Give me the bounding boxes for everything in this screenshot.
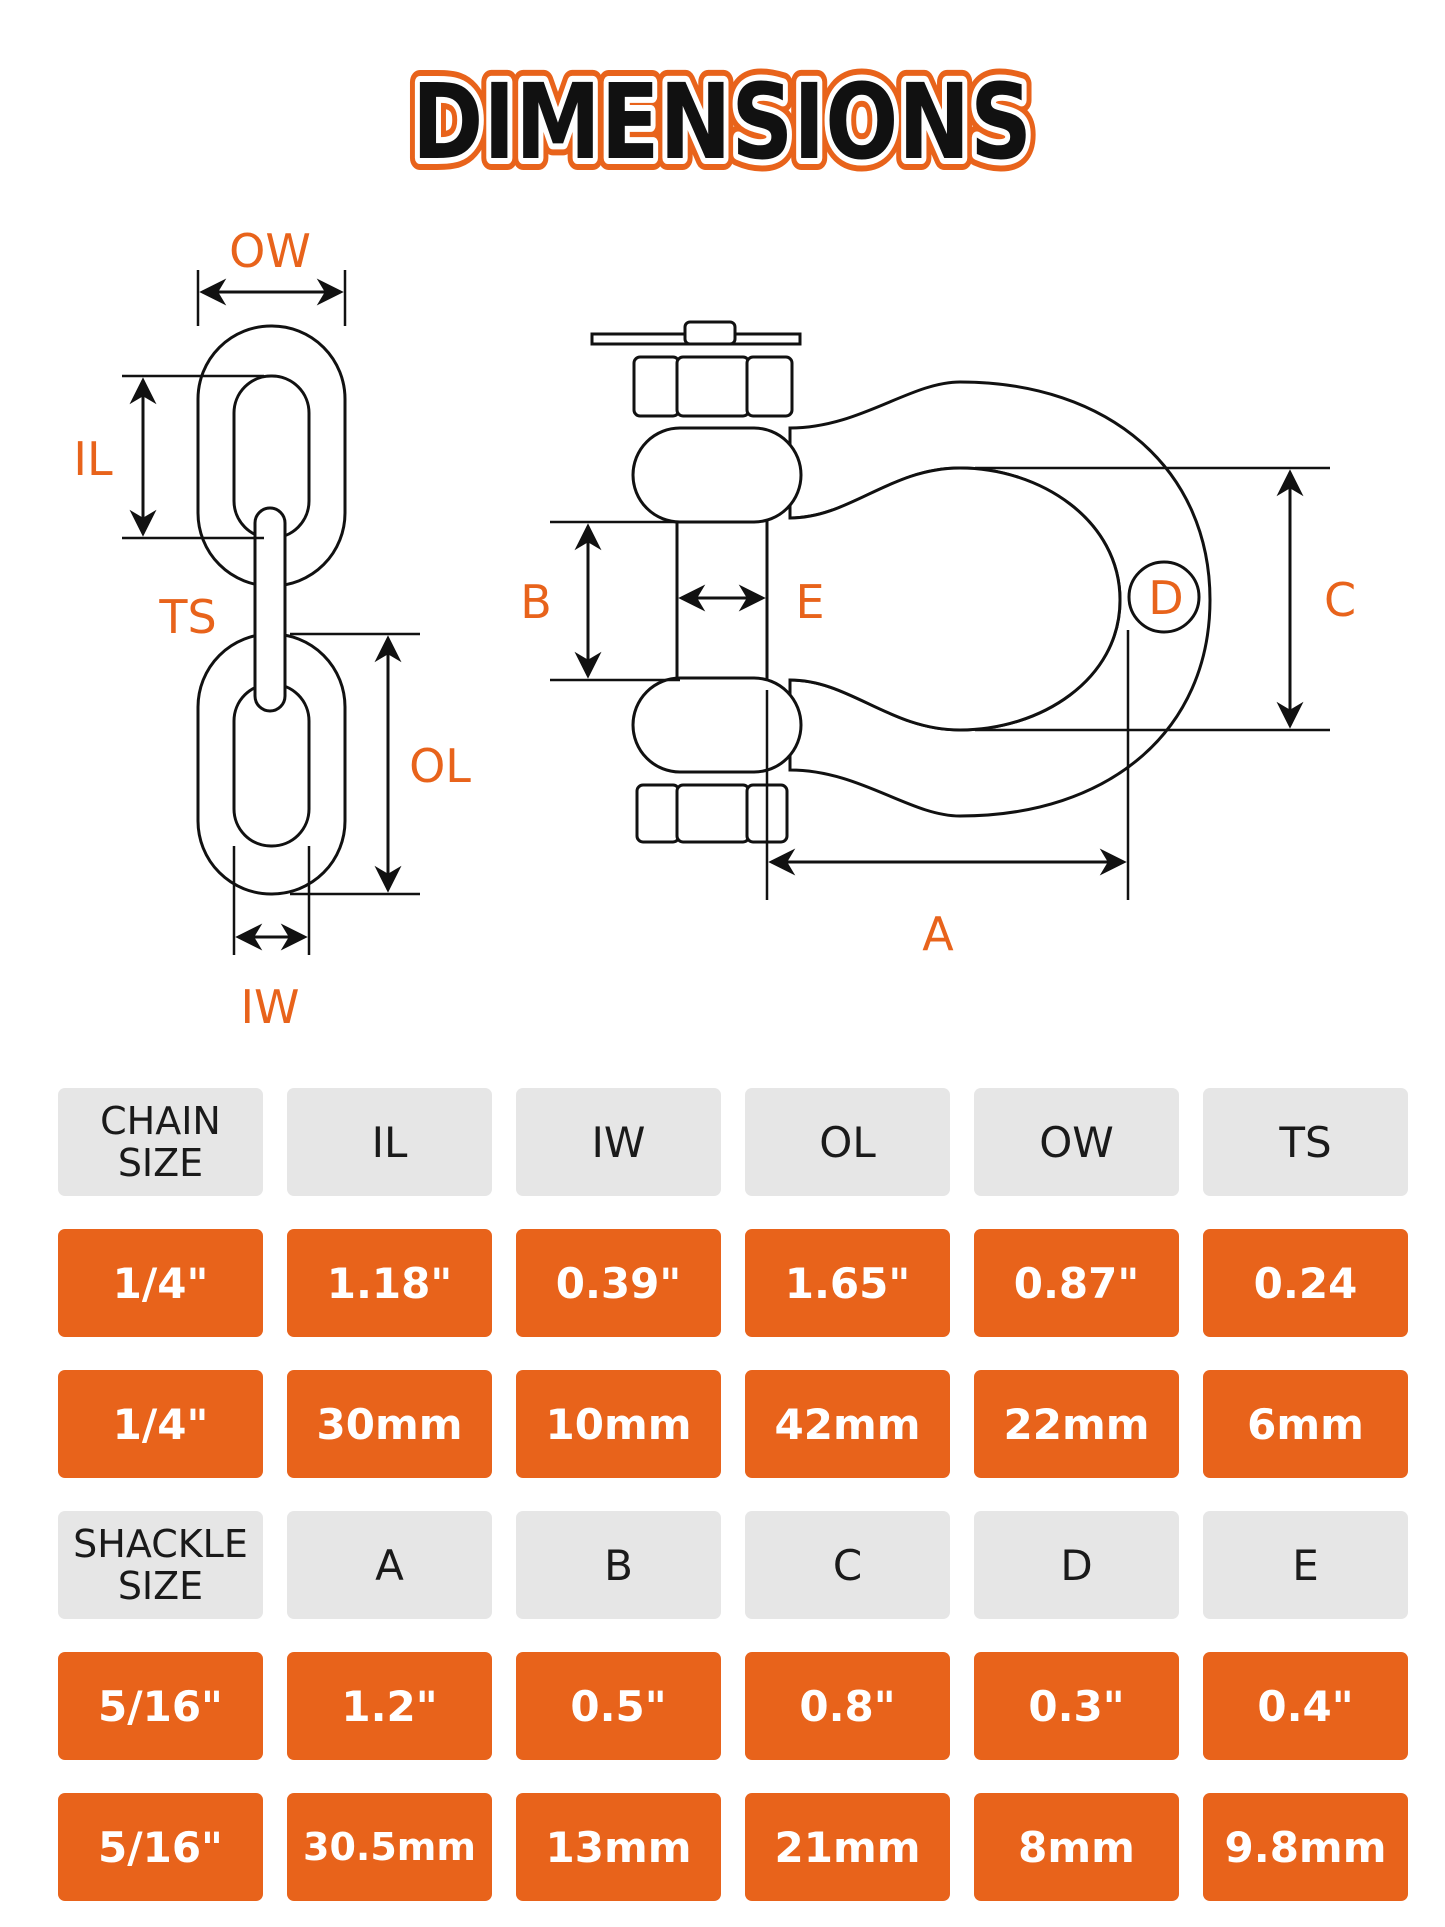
chain-size-cell: 1/4" — [58, 1370, 263, 1478]
shackle-nut-bottom-mid — [675, 783, 751, 844]
shackle-col-header: C — [745, 1511, 950, 1619]
shackle-size-cell: 5/16" — [58, 1652, 263, 1760]
shackle-row-inch: 5/16" 1.2" 0.5" 0.8" 0.3" 0.4" — [58, 1652, 1408, 1760]
shackle-row-mm: 5/16" 30.5mm 13mm 21mm 8mm 9.8mm — [58, 1793, 1408, 1901]
chain-row-inch: 1/4" 1.18" 0.39" 1.65" 0.87" 0.24 — [58, 1229, 1408, 1337]
shackle-value-cell: 0.8" — [745, 1652, 950, 1760]
shackle-size-header-line2: SIZE — [117, 1564, 204, 1608]
page-title: DIMENSIONS — [412, 61, 1032, 180]
shackle-ear-bottom — [631, 676, 803, 774]
shackle-col-header: D — [974, 1511, 1179, 1619]
shackle-col-header: B — [516, 1511, 721, 1619]
shackle-pin-cap — [683, 320, 737, 346]
shackle-value-cell: 1.2" — [287, 1652, 492, 1760]
shackle-size-header-line1: SHACKLE — [73, 1522, 248, 1566]
chain-col-header: TS — [1203, 1088, 1408, 1196]
shackle-value-cell: 0.4" — [1203, 1652, 1408, 1760]
chain-col-header: OL — [745, 1088, 950, 1196]
shackle-value-cell: 13mm — [516, 1793, 721, 1901]
label-b: B — [520, 575, 552, 629]
shackle-value-cell: 30.5mm — [287, 1793, 492, 1901]
title-graphic: DIMENSIONS DIMENSIONS DIMENSIONS — [400, 49, 1044, 195]
chain-size-header-line1: CHAIN — [100, 1099, 221, 1143]
shackle-drawing: D B E C A — [520, 320, 1356, 961]
title-banner: DIMENSIONS DIMENSIONS DIMENSIONS — [0, 49, 1445, 195]
label-il: IL — [73, 432, 113, 486]
label-c: C — [1324, 573, 1356, 627]
shackle-value-cell: 8mm — [974, 1793, 1179, 1901]
label-ow: OW — [229, 224, 311, 278]
shackle-nut-bottom-left — [635, 783, 681, 844]
chain-value-cell: 42mm — [745, 1370, 950, 1478]
chain-value-cell: 22mm — [974, 1370, 1179, 1478]
label-a: A — [922, 907, 954, 961]
chain-size-header-line2: SIZE — [117, 1141, 204, 1185]
chain-drawing: OW IL TS OL IW — [73, 224, 471, 1034]
label-e: E — [795, 575, 824, 629]
shackle-d-circle — [1127, 560, 1201, 634]
shackle-ear-top — [631, 426, 803, 524]
shackle-nut-top-mid — [675, 355, 751, 418]
page-title-outline: DIMENSIONS — [412, 61, 1032, 180]
shackle-value-cell: 9.8mm — [1203, 1793, 1408, 1901]
chain-col-header: IL — [287, 1088, 492, 1196]
chain-col-header: OW — [974, 1088, 1179, 1196]
chain-value-cell: 30mm — [287, 1370, 492, 1478]
chain-value-cell: 0.39" — [516, 1229, 721, 1337]
label-ol: OL — [409, 739, 471, 793]
shackle-col-header: A — [287, 1511, 492, 1619]
shackle-size-cell: 5/16" — [58, 1793, 263, 1901]
chain-value-cell: 1.18" — [287, 1229, 492, 1337]
label-ts: TS — [158, 590, 216, 644]
page-title-text: DIMENSIONS — [412, 61, 1032, 180]
chain-row-mm: 1/4" 30mm 10mm 42mm 22mm 6mm — [58, 1370, 1408, 1478]
shackle-nut-top-left — [632, 355, 681, 418]
chain-middle-link — [253, 506, 287, 713]
chain-value-cell: 6mm — [1203, 1370, 1408, 1478]
chain-value-cell: 0.87" — [974, 1229, 1179, 1337]
label-d: D — [1148, 571, 1183, 625]
label-iw: IW — [240, 980, 299, 1034]
chain-size-cell: 1/4" — [58, 1229, 263, 1337]
shackle-bow-inner — [789, 466, 1122, 732]
chain-value-cell: 10mm — [516, 1370, 721, 1478]
shackle-value-cell: 0.5" — [516, 1652, 721, 1760]
shackle-value-cell: 0.3" — [974, 1652, 1179, 1760]
shackle-value-cell: 21mm — [745, 1793, 950, 1901]
chain-value-cell: 0.24 — [1203, 1229, 1408, 1337]
shackle-nut-top-right — [745, 355, 794, 418]
dimension-diagrams: OW IL TS OL IW — [73, 224, 1356, 1034]
shackle-pin — [675, 518, 769, 682]
chain-value-cell: 1.65" — [745, 1229, 950, 1337]
chain-col-header: IW — [516, 1088, 721, 1196]
shackle-col-header: E — [1203, 1511, 1408, 1619]
